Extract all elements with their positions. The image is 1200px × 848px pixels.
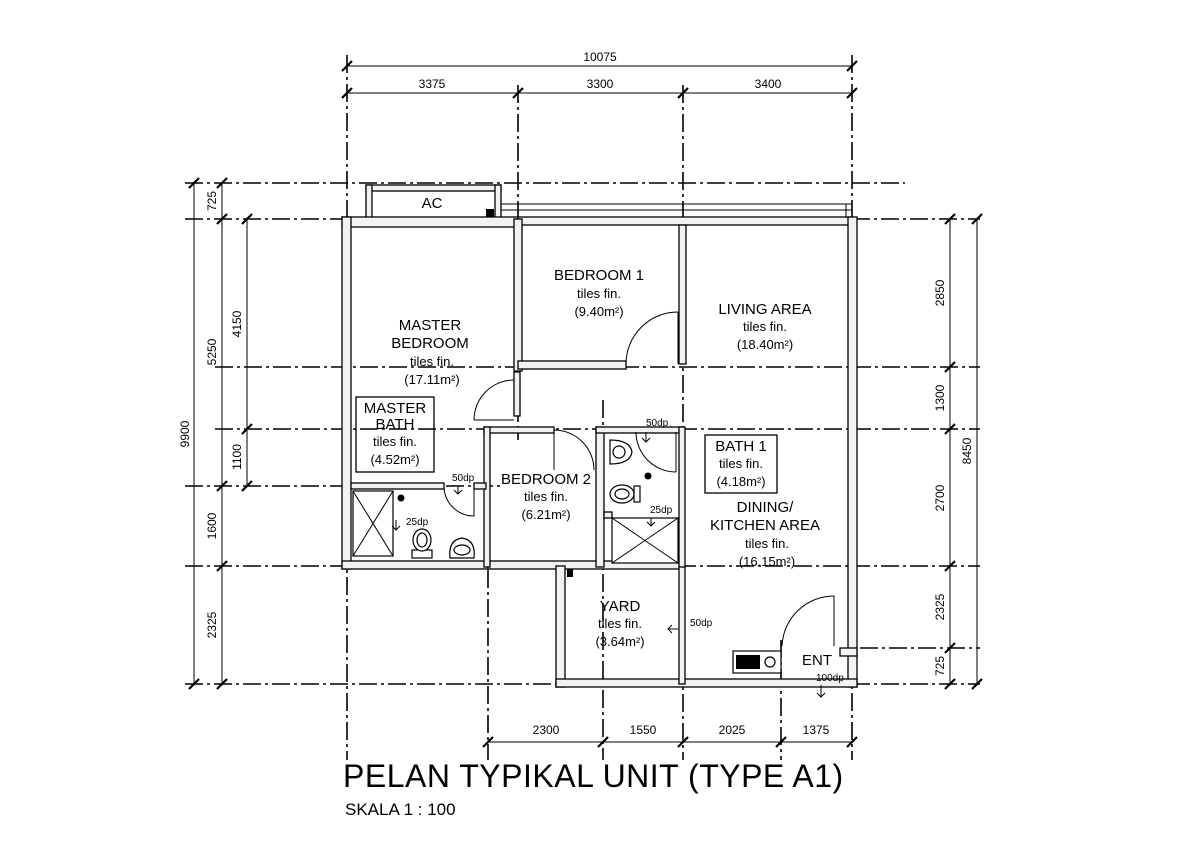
dining-name-1: DINING/ (737, 499, 795, 516)
doors (443, 311, 835, 647)
bedroom2-finish: tiles fin. (524, 489, 568, 504)
master-bath-name-1: MASTER (364, 400, 427, 417)
dim-left-mid-2: 5250 (205, 338, 219, 365)
dim-top-3: 3400 (755, 77, 782, 91)
room-dining-kitchen: DINING/ KITCHEN AREA tiles fin. (16.15m²… (710, 499, 820, 569)
bedroom2-area: (6.21m²) (521, 507, 570, 522)
yard-name: YARD (600, 598, 641, 615)
drawing-scale: SKALA 1 : 100 (345, 800, 456, 819)
room-yard: YARD tiles fin. (3.64m²) (595, 598, 644, 649)
dim-right-inner-2: 1300 (933, 384, 947, 411)
entrance-name: ENT (802, 652, 832, 669)
room-master-bedroom: MASTER BEDROOM tiles fin. (17.11m²) (391, 317, 469, 387)
living-area: (18.40m²) (737, 337, 793, 352)
dim-left-mid-4: 2325 (205, 611, 219, 638)
dim-top-1: 3375 (419, 77, 446, 91)
dim-right-inner-5: 725 (933, 656, 947, 676)
bedroom2-name: BEDROOM 2 (501, 471, 591, 488)
bedroom1-finish: tiles fin. (577, 286, 621, 301)
room-bath-1: BATH 1 tiles fin. (4.18m²) (704, 434, 778, 494)
room-bedroom-1: BEDROOM 1 tiles fin. (9.40m²) (554, 267, 644, 319)
dim-left-mid-1: 725 (205, 191, 219, 211)
dim-right-inner-1: 2850 (933, 279, 947, 306)
bath1-name: BATH 1 (715, 438, 766, 455)
dim-bottom-3: 2025 (719, 723, 746, 737)
dining-name-2: KITCHEN AREA (710, 517, 820, 534)
dim-bottom-4: 1375 (803, 723, 830, 737)
bath1-area: (4.18m²) (716, 474, 765, 489)
room-ac-name: AC (422, 195, 443, 212)
bedroom1-area: (9.40m²) (574, 304, 623, 319)
dining-finish: tiles fin. (745, 536, 789, 551)
dim-left-mid-3: 1600 (205, 512, 219, 539)
master-bath-area: (4.52m²) (370, 452, 419, 467)
dim-right-outer: 8450 (960, 437, 974, 464)
dim-top-total: 10075 (583, 50, 617, 64)
dim-bottom-1: 2300 (533, 723, 560, 737)
master-bedroom-finish: tiles fin. (410, 354, 454, 369)
master-bedroom-area: (17.11m²) (404, 372, 459, 387)
level-bath1-shower: 25dp (650, 505, 673, 516)
dining-area: (16.15m²) (739, 554, 795, 569)
master-bedroom-name-2: BEDROOM (391, 335, 469, 352)
dim-left-outer: 9900 (178, 420, 192, 447)
yard-finish: tiles fin. (598, 616, 642, 631)
drawing-title: PELAN TYPIKAL UNIT (TYPE A1) (343, 758, 844, 794)
room-ac: AC (422, 195, 443, 212)
yard-area: (3.64m²) (595, 634, 644, 649)
living-name: LIVING AREA (718, 301, 811, 318)
level-yard: 50dp (690, 618, 713, 629)
level-mb-bath: 50dp (452, 473, 475, 484)
living-finish: tiles fin. (743, 319, 787, 334)
room-master-bath: MASTER BATH tiles fin. (4.52m²) (355, 396, 435, 473)
dim-left-inner-2: 1100 (230, 444, 244, 470)
dim-left-inner-1: 4150 (230, 310, 244, 337)
dim-right-inner-4: 2325 (933, 593, 947, 620)
room-living: LIVING AREA tiles fin. (18.40m²) (718, 301, 811, 352)
room-entrance: ENT (802, 652, 832, 669)
master-bedroom-name-1: MASTER (399, 317, 462, 334)
bath1-finish: tiles fin. (719, 456, 763, 471)
walls (341, 184, 858, 688)
dimension-lines (188, 60, 983, 748)
level-mb-shower: 25dp (406, 517, 429, 528)
bedroom1-name: BEDROOM 1 (554, 267, 644, 284)
level-marks: 50dp 25dp 50dp 25dp 50dp 100dp (391, 418, 844, 698)
room-bedroom-2: BEDROOM 2 tiles fin. (6.21m²) (501, 471, 591, 522)
grid-lines (185, 55, 980, 760)
master-bath-finish: tiles fin. (373, 434, 417, 449)
dim-right-inner-3: 2700 (933, 484, 947, 511)
level-entrance: 100dp (816, 673, 844, 684)
master-bath-name-2: BATH (376, 416, 415, 433)
level-bath1-top: 50dp (646, 418, 669, 429)
dim-top-2: 3300 (587, 77, 614, 91)
dim-bottom-2: 1550 (630, 723, 657, 737)
fixtures (352, 439, 782, 674)
